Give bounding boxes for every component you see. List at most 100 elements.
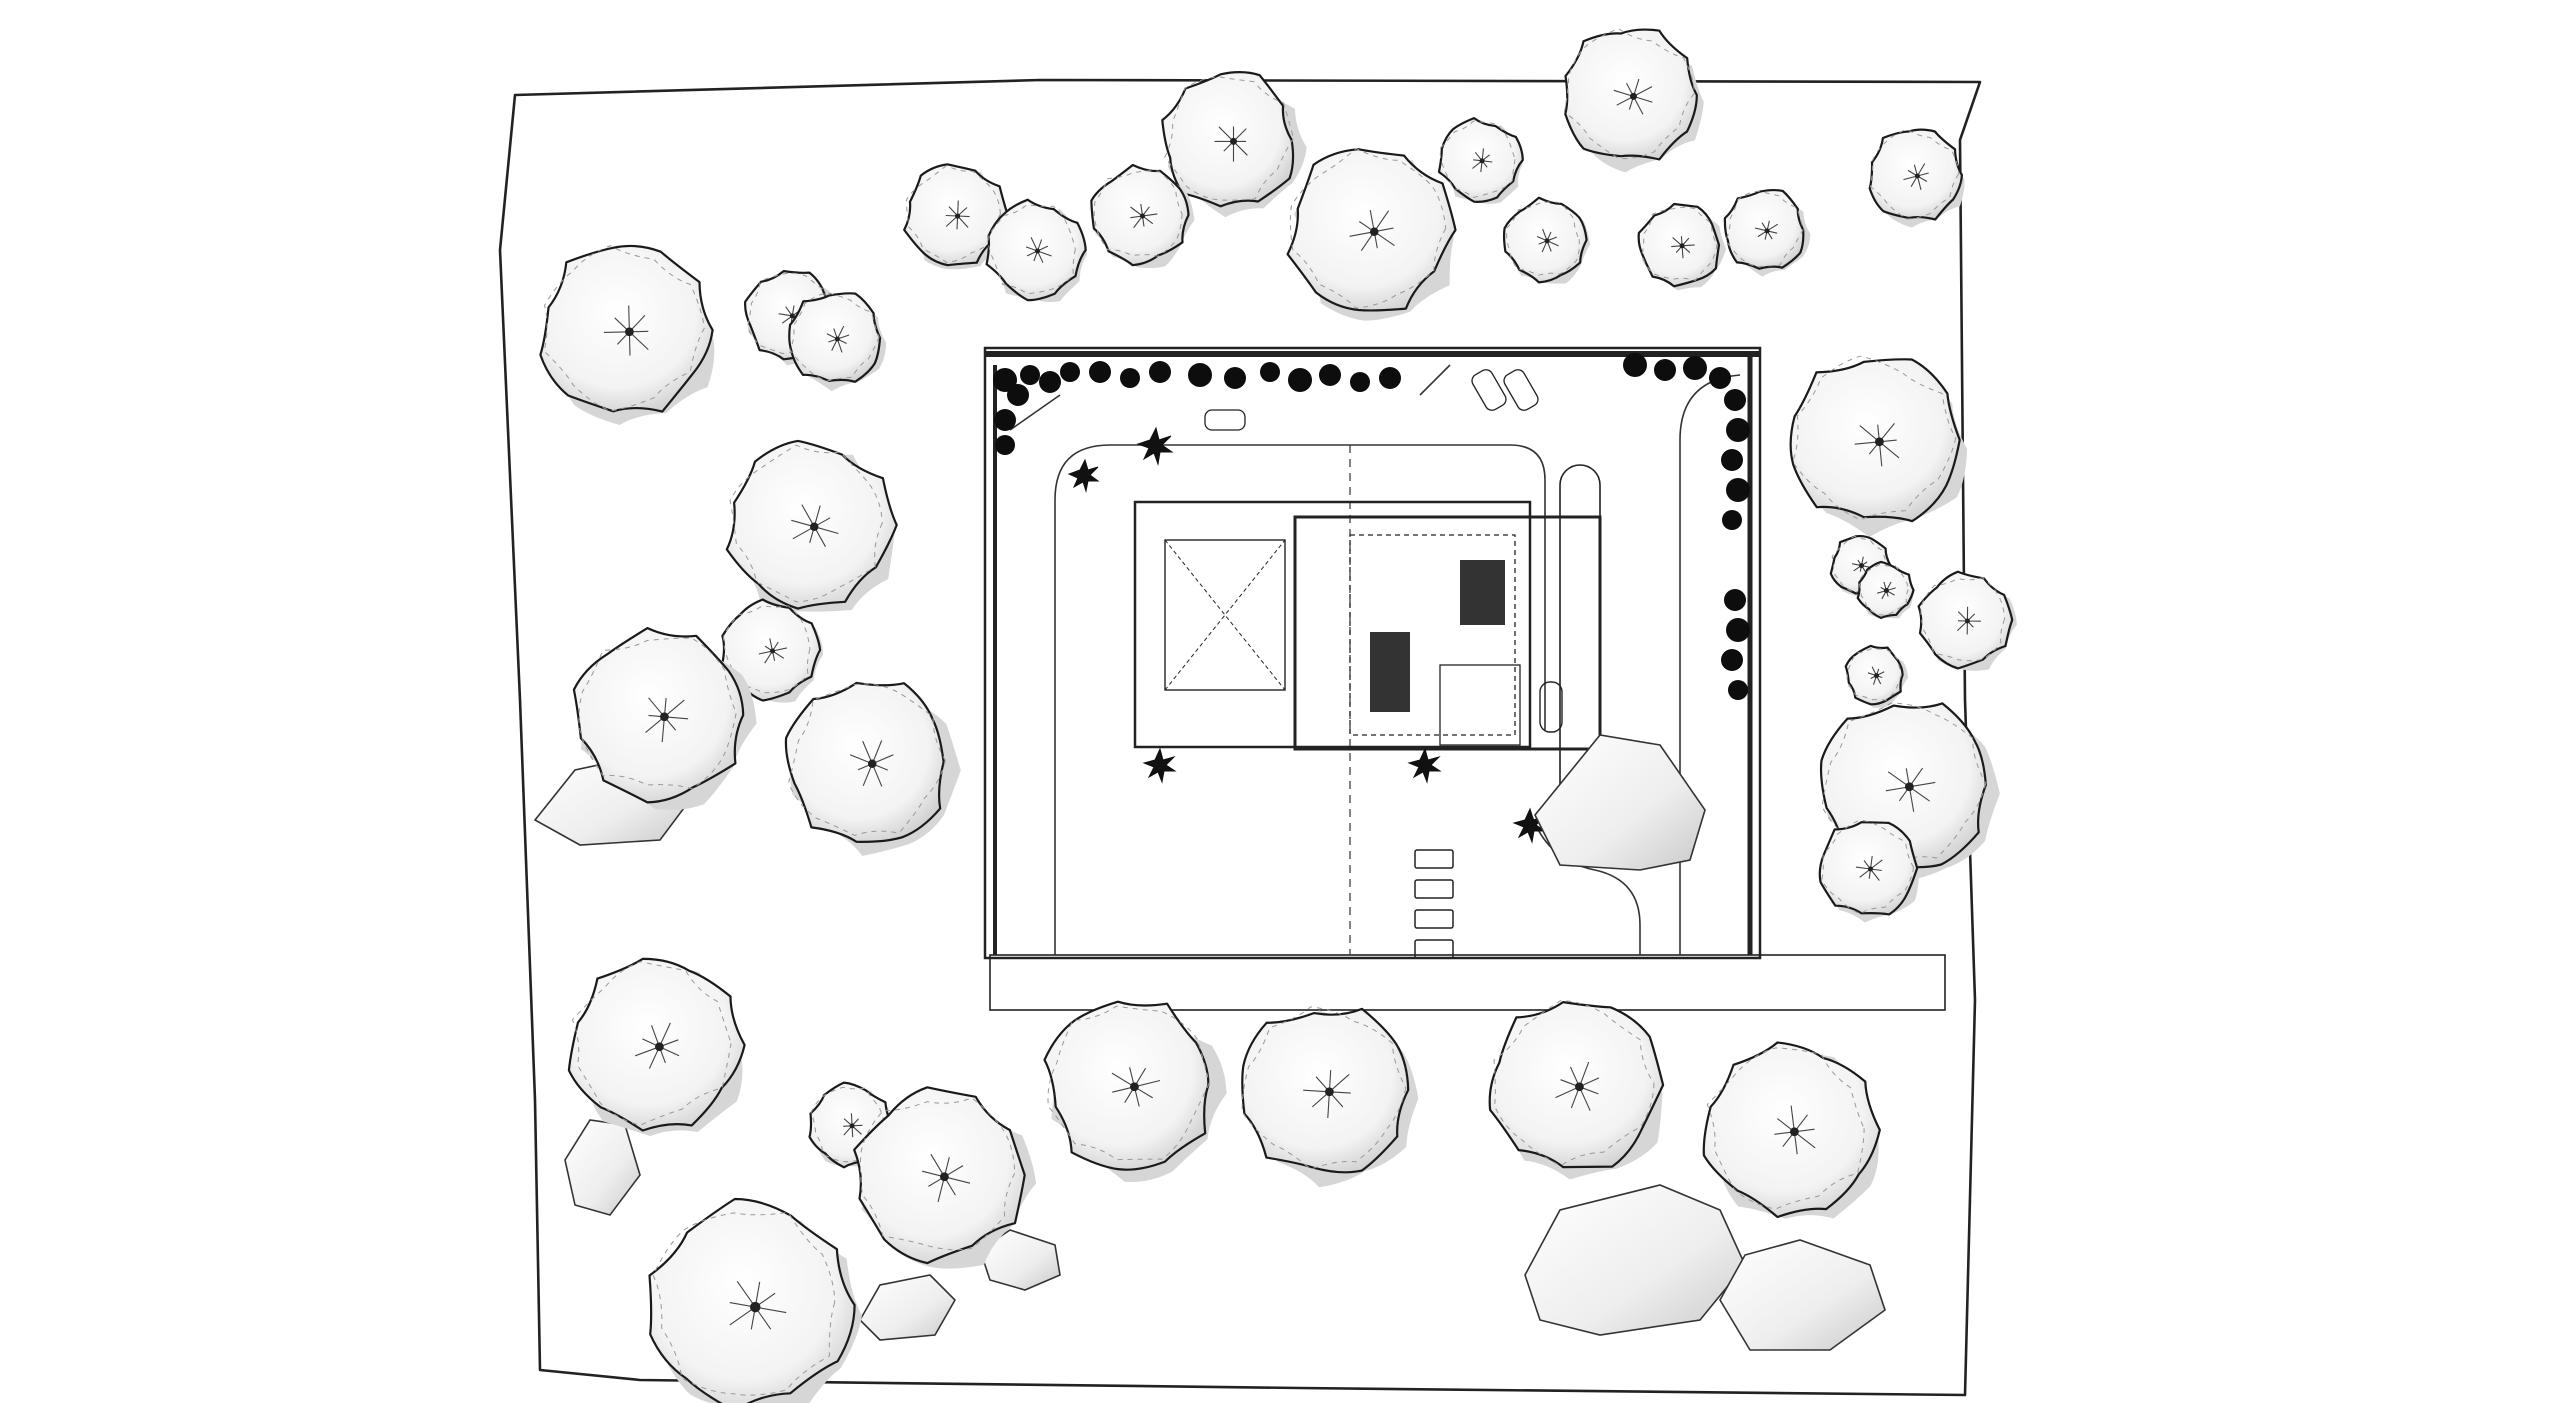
tree-branches [791,504,839,547]
tree-branches [1671,236,1695,259]
tree-dripline [652,1211,836,1396]
tree-branches [634,1022,680,1069]
tree-branches [1854,423,1900,467]
property-boundary [498,78,1982,1397]
step-stone [1414,879,1454,899]
tree-crown [1637,202,1721,288]
tree-trunk [1230,137,1237,145]
shrub [1020,365,1040,385]
tree-trunk [955,213,961,219]
tree-canopy [1090,163,1195,268]
house-garage-roof [1133,500,1532,749]
shrub [1728,680,1748,700]
tree-canopy [788,292,887,392]
tree-branches [945,200,970,230]
step-stone [1414,939,1454,959]
tree-dripline [1493,1000,1655,1167]
tree-dripline [1439,120,1516,199]
boulder [1534,734,1706,871]
tree-trunk [810,522,819,531]
tree-dripline [1821,819,1915,915]
tree-dripline [1641,206,1718,281]
shrub [1683,356,1707,380]
tree-canopy [1818,819,1920,923]
shrub [993,368,1017,392]
tree-branches [1903,163,1929,190]
tree-trunk [1130,1082,1139,1092]
tree-dripline [1846,648,1903,701]
tree-dripline [1289,148,1447,309]
tree-trunk [1544,238,1550,244]
tree-branches [1754,220,1779,240]
tree-dripline [1241,1006,1407,1170]
tree-crown [648,1197,856,1403]
tree-trunk [1140,213,1145,219]
tree-canopy [539,244,715,425]
tree-trunk [750,1301,761,1313]
tree-trunk [660,712,669,722]
tree-branches [1877,581,1896,600]
tree-branches [826,325,850,353]
tree-branches [645,697,689,743]
tree-canopy [1637,202,1727,291]
ramp-line-2 [1419,364,1451,396]
palm-icon [1407,747,1442,784]
shrub [1288,368,1312,392]
shrub [1149,361,1171,383]
shrub [1350,372,1370,392]
tree-canopy [1789,355,1968,537]
palm-icon [1067,458,1100,493]
shrub [1379,367,1401,389]
cars [1204,369,1539,431]
tree-canopy [1856,560,1915,619]
pool-terrace [1439,664,1521,746]
boulder [1524,1184,1746,1336]
shrub [1721,449,1743,471]
shrub [1188,363,1212,387]
tree-canopy [648,1197,862,1403]
shrub [1724,389,1746,411]
step-stone [1414,849,1454,869]
tree-dripline [1831,535,1888,594]
tree-branches [922,1153,971,1203]
tree-canopy [1868,128,1965,228]
tree-trunk [1575,1082,1584,1092]
tree-trunk [1370,227,1379,236]
tree-trunk [1479,158,1485,164]
tree-dripline [1093,170,1183,257]
deck-west [1370,632,1410,712]
shrub [1120,368,1140,388]
shrub [1721,649,1743,671]
tree-canopy [1241,1006,1419,1188]
deck-north [1460,560,1505,625]
tree-trunk [1875,437,1884,447]
tree-branches [1214,126,1248,162]
tree-trunk [789,313,795,319]
tree-trunk [1790,1127,1799,1137]
shrub [1722,510,1742,530]
courtyard [1349,534,1516,736]
tree-crown [1043,1000,1210,1171]
tree-dripline [1858,563,1909,616]
path-curve [1529,809,1641,955]
tree-canopy [1502,196,1591,284]
tree-dripline [1563,28,1695,160]
shrub [1726,478,1750,502]
tree-trunk [1868,866,1873,872]
tree-dripline [571,961,732,1126]
car-icon [1503,369,1539,411]
tree-branches [1855,856,1883,881]
tree-dripline [723,605,811,694]
tree-branches [1303,1070,1351,1119]
tree-canopy [853,1086,1036,1269]
shrub [1260,362,1280,382]
tree-canopy [1723,188,1811,277]
tree-branches [843,1113,863,1138]
house [1133,464,1602,806]
shrub [1039,371,1061,393]
trees [539,28,2017,1403]
tree-branches [1957,606,1981,635]
paving-lines [1009,364,1741,955]
shrub [1224,367,1246,389]
